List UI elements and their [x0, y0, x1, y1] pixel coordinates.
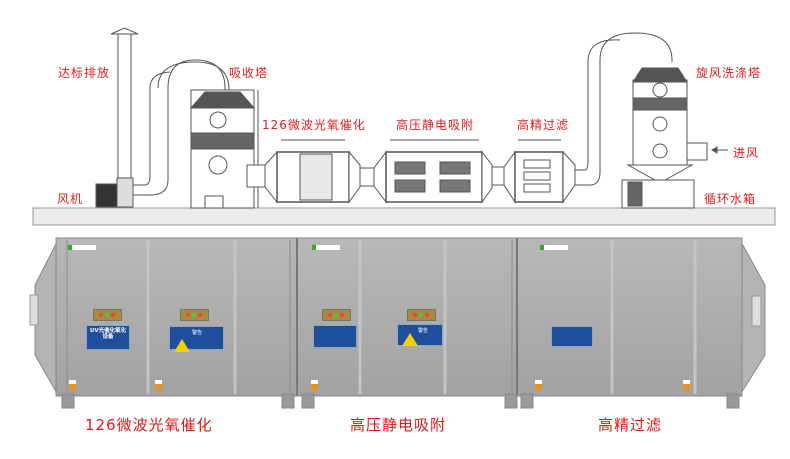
label-fan: 风机	[57, 192, 84, 206]
machine-body	[55, 237, 743, 397]
ground-band	[32, 207, 776, 226]
absorption-tower	[189, 89, 259, 209]
label-tag	[683, 380, 690, 390]
label-tag	[535, 380, 542, 390]
fan	[95, 177, 134, 208]
chimney	[110, 27, 139, 197]
label-tag	[69, 380, 76, 390]
label-absorption-tower: 吸收塔	[229, 66, 269, 80]
indicator-lights-4	[407, 309, 436, 321]
brand-logo-3	[540, 245, 568, 250]
right-duct-flange	[751, 295, 762, 327]
brand-logo-2	[312, 245, 340, 250]
nameplate-uv: UV光催化氧化设备	[86, 325, 130, 350]
indicator-lights-2	[180, 309, 209, 321]
pipe-fan-tower	[133, 59, 226, 196]
label-esp-unit: 高压静电吸附	[396, 118, 475, 132]
uv-unit-drawing	[246, 139, 361, 204]
cyclone-scrubber-drawing	[621, 67, 728, 209]
label-filter-unit: 高精过滤	[517, 118, 570, 132]
brand-logo-1	[68, 245, 96, 250]
label-air-inlet: 进风	[733, 146, 760, 160]
section-label-esp: 高压静电吸附	[350, 416, 447, 434]
indicator-lights-3	[322, 309, 351, 321]
indicator-lights-1	[93, 309, 122, 321]
warning-plate-2: 警告	[397, 324, 443, 346]
label-water-tank: 循环水箱	[704, 192, 757, 206]
label-uv-unit: 126微波光氧催化	[262, 118, 366, 132]
nameplate-esp	[313, 325, 357, 348]
nameplate-filter	[551, 326, 593, 347]
label-cyclone-scrubber: 旋风洗涤塔	[696, 66, 762, 80]
label-tag	[311, 380, 318, 390]
warning-plate-1: 警告	[169, 326, 224, 352]
left-duct-flange	[29, 294, 39, 326]
section-label-uv: 126微波光氧催化	[85, 416, 213, 434]
filter-unit-drawing	[491, 139, 576, 204]
section-label-filter: 高精过滤	[598, 416, 663, 434]
label-tag	[155, 380, 162, 390]
process-diagram	[32, 27, 776, 226]
high-voltage-warning-icon	[174, 339, 190, 352]
high-voltage-warning-icon	[402, 333, 418, 346]
esp-unit-drawing	[359, 139, 493, 204]
pipe-scrubber	[575, 32, 673, 186]
label-stack: 达标排放	[58, 66, 111, 80]
